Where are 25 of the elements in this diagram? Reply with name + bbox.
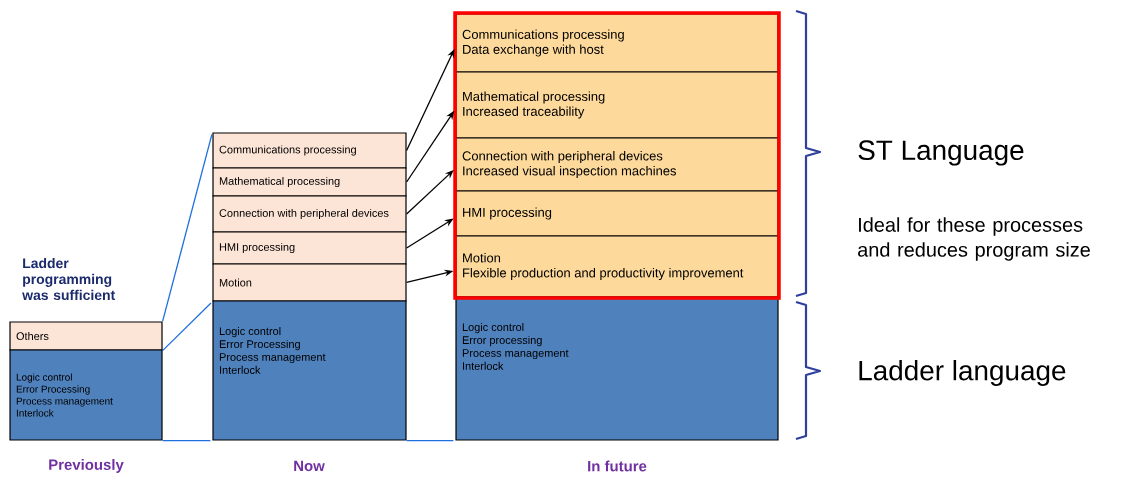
zoom-line: [161, 439, 212, 442]
process-box: Others: [9, 321, 163, 351]
label: ST Language: [858, 140, 1024, 166]
label: Ladder language: [859, 360, 1066, 386]
process-box: Connection with peripheral devices Increased visual inspection machines: [455, 137, 779, 192]
label: In future: [588, 460, 647, 472]
process-box: Connection with peripheral devices: [212, 195, 407, 233]
process-box: Logic control Error Processing Process management Interlock: [9, 349, 163, 441]
label: Ideal for these processes and reduces program size: [858, 217, 1090, 261]
process-box: Logic control Error processing Process management Interlock: [455, 296, 779, 441]
zoom-line: [161, 302, 212, 352]
label: Previously: [49, 459, 124, 473]
process-box: HMI processing: [455, 190, 779, 237]
process-box: Motion: [212, 263, 407, 302]
label: Ladder programming was sufficient: [22, 257, 116, 301]
process-box: Mathematical processing Increased traceability: [455, 71, 779, 139]
zoom-line: [405, 439, 455, 442]
process-box: HMI processing: [212, 231, 407, 265]
process-box: Communications processing Data exchange with host: [455, 13, 779, 73]
process-box: Motion Flexible production and productivity improvement: [455, 235, 779, 298]
process-box: Communications processing: [212, 132, 407, 169]
process-box: Mathematical processing: [212, 167, 407, 197]
zoom-line: [161, 133, 213, 323]
label: Now: [294, 460, 325, 472]
process-box: Logic control Error Processing Process management Interlock: [212, 300, 407, 441]
